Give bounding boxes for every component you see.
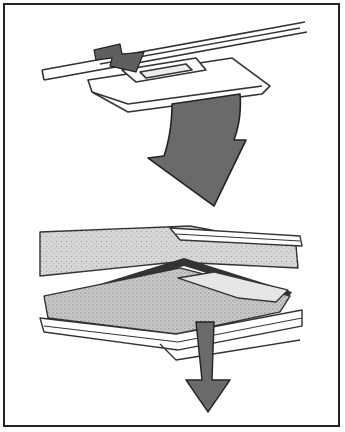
rail	[41, 21, 308, 81]
under-track	[159, 339, 301, 361]
top-panel	[41, 21, 308, 113]
release-down-arrow-icon	[185, 321, 231, 413]
large-down-arrow-icon	[147, 93, 247, 207]
bottom-panel	[39, 225, 303, 361]
clip-slot	[139, 63, 193, 79]
tile-clip	[177, 271, 289, 303]
clip-plate-edge	[91, 85, 263, 105]
small-press-arrow-icon	[93, 43, 145, 73]
lower-track	[39, 309, 303, 351]
